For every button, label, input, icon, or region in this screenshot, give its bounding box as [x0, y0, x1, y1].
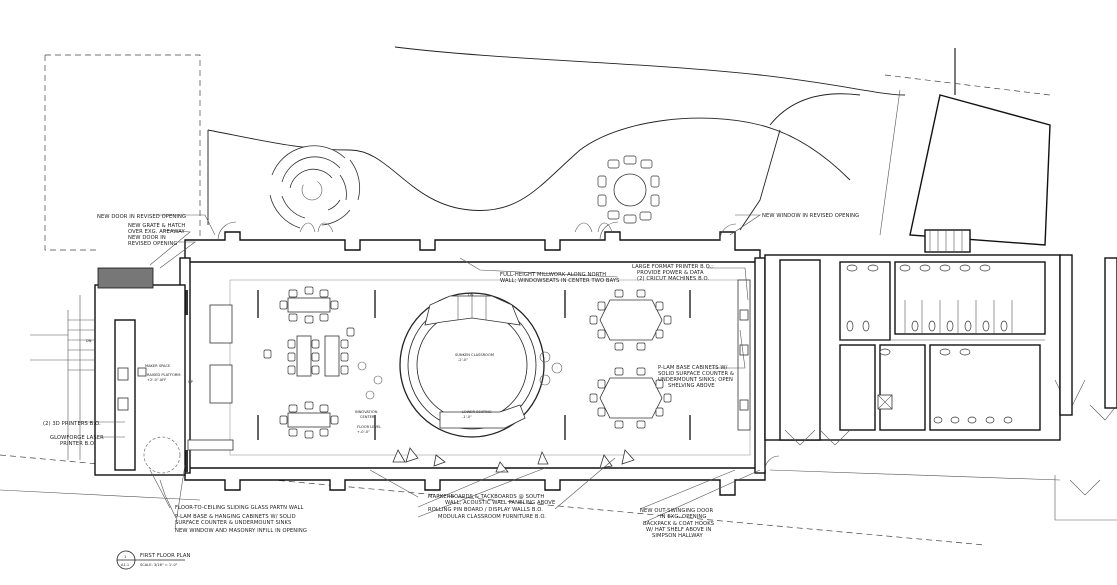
- note-glowforge-2: PRINTER B.O.: [60, 441, 96, 447]
- note-floor-glass-wall: FLOOR-TO-CEILING SLIDING GLASS PARTN WAL…: [175, 505, 303, 511]
- patio-amphitheater: [269, 145, 361, 229]
- label-floor-level-2: +-0'-0": [357, 430, 370, 434]
- note-plam-base-3: UNDERMOUNT SINKS; OPEN: [658, 377, 733, 383]
- note-new-grate: NEW GRATE & HATCH: [128, 223, 185, 229]
- note-plam-hanging-2: SURFACE COUNTER & UNDERMOUNT SINKS: [175, 520, 291, 526]
- sunken-classroom: [399, 292, 563, 438]
- title-block-sheet: A1.1: [121, 563, 129, 567]
- note-new-grate-2: OVER EXG. AREAWAY: [128, 229, 186, 235]
- restroom-block: [764, 229, 1117, 521]
- title-block-number: 1: [124, 555, 126, 559]
- title-block: 1 A1.1 FIRST FLOOR PLAN SCALE: 3/16" = 1…: [116, 550, 191, 570]
- note-plam-base-1: P-LAM BASE CABINETS W/: [658, 365, 728, 371]
- title-block-scale: SCALE: 3/16" = 1'-0": [140, 563, 178, 567]
- note-millwork-1: FULL-HEIGHT MILLWORK ALONG NORTH: [500, 272, 606, 278]
- label-lower-seating: LOWER SEATING: [462, 410, 492, 414]
- note-modular-furniture: MODULAR CLASSROOM FURNITURE B.O.: [438, 514, 546, 520]
- patio-round-table: [597, 155, 660, 224]
- label-dn-classroom: DN: [468, 293, 474, 297]
- note-large-format-2: PROVIDE POWER & DATA: [637, 270, 704, 276]
- label-dn-stair: DN: [86, 339, 92, 343]
- maker-space-area: [30, 267, 186, 476]
- label-raised-platform: RAISED PLATFORM: [147, 373, 180, 377]
- note-markerboards-1: MARKERBOARDS & TACKBOARDS @ SOUTH: [428, 494, 544, 500]
- note-out-swinging-2: IN EXG. OPENING: [660, 514, 707, 520]
- label-lower-seating-2: -1'-0": [462, 415, 472, 419]
- note-new-door-in: NEW DOOR IN: [128, 235, 166, 241]
- note-markerboards-2: WALL; ACOUSTIC WALL PANELING ABOVE: [445, 500, 555, 506]
- note-rolling-pin: ROLLING PIN BOARD / DISPLAY WALLS B.O.: [428, 507, 543, 513]
- label-raised-platform-2: +2'-0" AFF: [147, 378, 166, 382]
- classroom-furniture: [187, 279, 751, 473]
- note-new-window-revised: NEW WINDOW IN REVISED OPENING: [762, 213, 859, 219]
- note-3d-printers: (2) 3D PRINTERS B.O.: [43, 421, 101, 427]
- note-out-swinging-1: NEW OUT-SWINGING DOOR: [640, 508, 713, 514]
- label-sunken-classroom: SUNKEN CLASSROOM: [455, 353, 494, 357]
- label-sunken-classroom-2: -2'-0": [458, 358, 468, 362]
- note-plam-base-4: SHELVING ABOVE: [668, 383, 715, 389]
- note-backpack-2: W/ HAT SHELF ABOVE IN: [646, 527, 711, 533]
- note-backpack-1: BACKPACK & COAT HOOKS: [643, 521, 714, 527]
- note-plam-base-2: SOLID SURFACE COUNTER &: [658, 371, 734, 377]
- label-innovation-2: CENTER: [360, 415, 375, 419]
- note-new-door-revised-opening: NEW DOOR IN REVISED OPENING: [97, 214, 186, 220]
- note-new-window-masonry: NEW WINDOW AND MASONRY INFILL IN OPENING: [175, 528, 307, 534]
- note-new-door-in-2: REVISED OPENING: [128, 241, 177, 247]
- site-outline: [0, 46, 1061, 546]
- label-floor-level: FLOOR LEVEL: [357, 425, 381, 429]
- building-walls: [178, 221, 780, 496]
- note-glowforge-1: GLOWFORGE LASER: [50, 435, 104, 441]
- title-block-title: FIRST FLOOR PLAN: [140, 553, 191, 559]
- label-innovation: INNOVATION: [355, 410, 378, 414]
- label-maker-space: MAKER SPACE: [145, 364, 171, 368]
- leader-lines: [80, 214, 761, 530]
- annotations: NEW DOOR IN REVISED OPENING NEW GRATE & …: [43, 213, 859, 539]
- note-large-format-1: LARGE FORMAT PRINTER B.O.;: [632, 264, 713, 270]
- note-backpack-3: SIMPSON HALLWAY: [652, 533, 703, 539]
- note-large-format-3: (2) CRICUT MACHINES B.O.: [637, 276, 709, 282]
- label-up: UP: [188, 380, 194, 384]
- note-plam-hanging-1: P-LAM BASE & HANGING CABINETS W/ SOLID: [175, 514, 296, 520]
- note-millwork-2: WALL; WINDOWSEATS IN CENTER TWO BAYS: [500, 278, 619, 284]
